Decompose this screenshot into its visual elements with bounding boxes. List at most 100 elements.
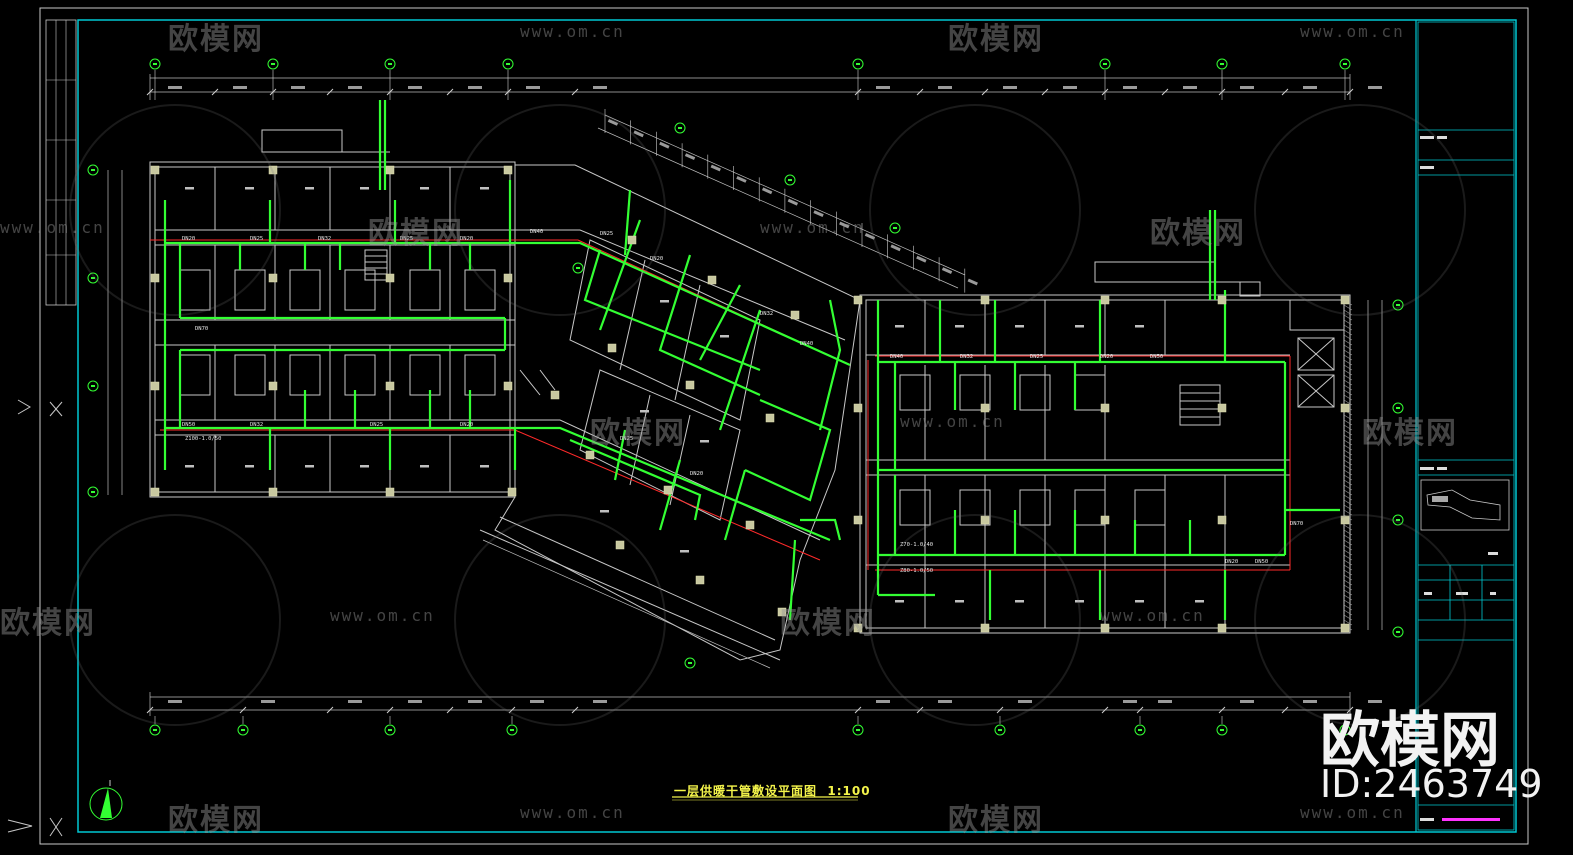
axis-bubble xyxy=(1392,299,1404,311)
column xyxy=(745,520,755,530)
axis-bubble xyxy=(506,724,518,736)
pipe-size-tag: DN20 xyxy=(1100,354,1113,360)
column xyxy=(1340,295,1350,305)
column xyxy=(268,381,278,391)
column xyxy=(503,381,513,391)
axis-bubble xyxy=(684,657,696,669)
watermark-url: www.om.cn xyxy=(330,606,435,625)
watermark-id: ID:2463749 xyxy=(1320,762,1543,806)
axis-bubble xyxy=(384,58,396,70)
axis-bubble xyxy=(87,380,99,392)
watermark-brand: 欧模网 xyxy=(168,803,264,838)
watermark-url: www.om.cn xyxy=(520,803,625,822)
pipe-size-tag: DN32 xyxy=(960,354,973,360)
supply-pipes xyxy=(163,100,1340,621)
column xyxy=(853,623,863,633)
axis-bubble xyxy=(1099,58,1111,70)
axis-bubble xyxy=(674,122,686,134)
axis-bubble xyxy=(852,724,864,736)
column xyxy=(385,381,395,391)
pipe-size-tag: DN25 xyxy=(600,231,613,237)
key-plan-thumbnail xyxy=(1426,489,1501,521)
column xyxy=(777,607,787,617)
north-arrow-icon xyxy=(89,780,123,821)
axis-bubble xyxy=(1392,626,1404,638)
column xyxy=(1340,623,1350,633)
title-block xyxy=(1417,21,1515,831)
column xyxy=(503,273,513,283)
column xyxy=(980,515,990,525)
axis-bubble xyxy=(994,724,1006,736)
pipe-size-tag: DN70 xyxy=(1290,521,1303,527)
column xyxy=(980,623,990,633)
column xyxy=(1340,515,1350,525)
watermark-brand: 欧模网 xyxy=(368,216,464,251)
axis-bubble xyxy=(1339,58,1351,70)
pipe-size-tag: DN20 xyxy=(650,256,663,262)
binding-strip xyxy=(45,19,77,306)
column xyxy=(150,165,160,175)
column xyxy=(765,413,775,423)
column xyxy=(1100,295,1110,305)
pipe-size-tag: DN70 xyxy=(195,326,208,332)
watermark-brand: 欧模网 xyxy=(780,606,876,641)
axis-bubble xyxy=(784,174,796,186)
pipe-size-tag: DN20 xyxy=(1225,559,1238,565)
watermark-brand: 欧模网 xyxy=(0,606,96,641)
axis-bubbles-left xyxy=(87,164,99,498)
column xyxy=(707,275,717,285)
column xyxy=(790,310,800,320)
axis-bubbles-top xyxy=(149,58,1351,669)
axis-bubble xyxy=(502,58,514,70)
column xyxy=(385,165,395,175)
pipe-size-tag: DN25 xyxy=(1030,354,1043,360)
axis-bubble xyxy=(1216,58,1228,70)
watermark-url: www.om.cn xyxy=(900,412,1005,431)
angled-dimension-ticks xyxy=(604,109,978,293)
dimension-lines-side xyxy=(107,170,1383,630)
watermark-brand: 欧模网 xyxy=(1362,416,1458,451)
column xyxy=(503,165,513,175)
column xyxy=(268,273,278,283)
column xyxy=(853,515,863,525)
title-block-text-marks xyxy=(1420,136,1498,821)
pipe-size-tag: DN20 xyxy=(690,471,703,477)
column xyxy=(1100,515,1110,525)
pipe-size-tag: DN25 xyxy=(370,422,383,428)
pipe-size-tag: DN20 xyxy=(460,236,473,242)
pipe-size-tag: Z100-1.0/50 xyxy=(185,436,221,442)
dimension-lines-top xyxy=(149,74,1351,100)
axis-bubble xyxy=(1216,724,1228,736)
pipe-size-tag: DN40 xyxy=(530,229,543,235)
pipe-size-tag: DN25 xyxy=(400,236,413,242)
column xyxy=(1217,623,1227,633)
column xyxy=(150,487,160,497)
watermark-url: www.om.cn xyxy=(0,218,105,237)
pipe-size-tag: DN50 xyxy=(1255,559,1268,565)
axis-bubble xyxy=(1134,724,1146,736)
dimension-ticks-top xyxy=(146,86,1382,96)
axis-bubble xyxy=(87,486,99,498)
watermark-url: www.om.cn xyxy=(760,218,865,237)
middle-wing-walls xyxy=(479,164,861,661)
column xyxy=(695,575,705,585)
dimension-ticks-bottom xyxy=(146,700,1382,714)
axis-bubble xyxy=(87,164,99,176)
watermark-brand: 欧模网 xyxy=(168,22,264,57)
watermark-brand: 欧模网 xyxy=(1150,216,1246,251)
pipe-size-tag: Z80-1.0/50 xyxy=(900,568,933,574)
watermark-brand: 欧模网 xyxy=(590,416,686,451)
watermark-brand: 欧模网 xyxy=(948,22,1044,57)
structural-columns xyxy=(150,165,1350,633)
column xyxy=(1217,295,1227,305)
pipe-size-tag: DN32 xyxy=(760,311,773,317)
column xyxy=(507,487,517,497)
pipe-size-tag: DN32 xyxy=(250,422,263,428)
column xyxy=(268,487,278,497)
sheet-frame xyxy=(77,19,1517,833)
column xyxy=(980,403,990,413)
column xyxy=(268,165,278,175)
column xyxy=(1100,403,1110,413)
axis-bubble xyxy=(149,724,161,736)
